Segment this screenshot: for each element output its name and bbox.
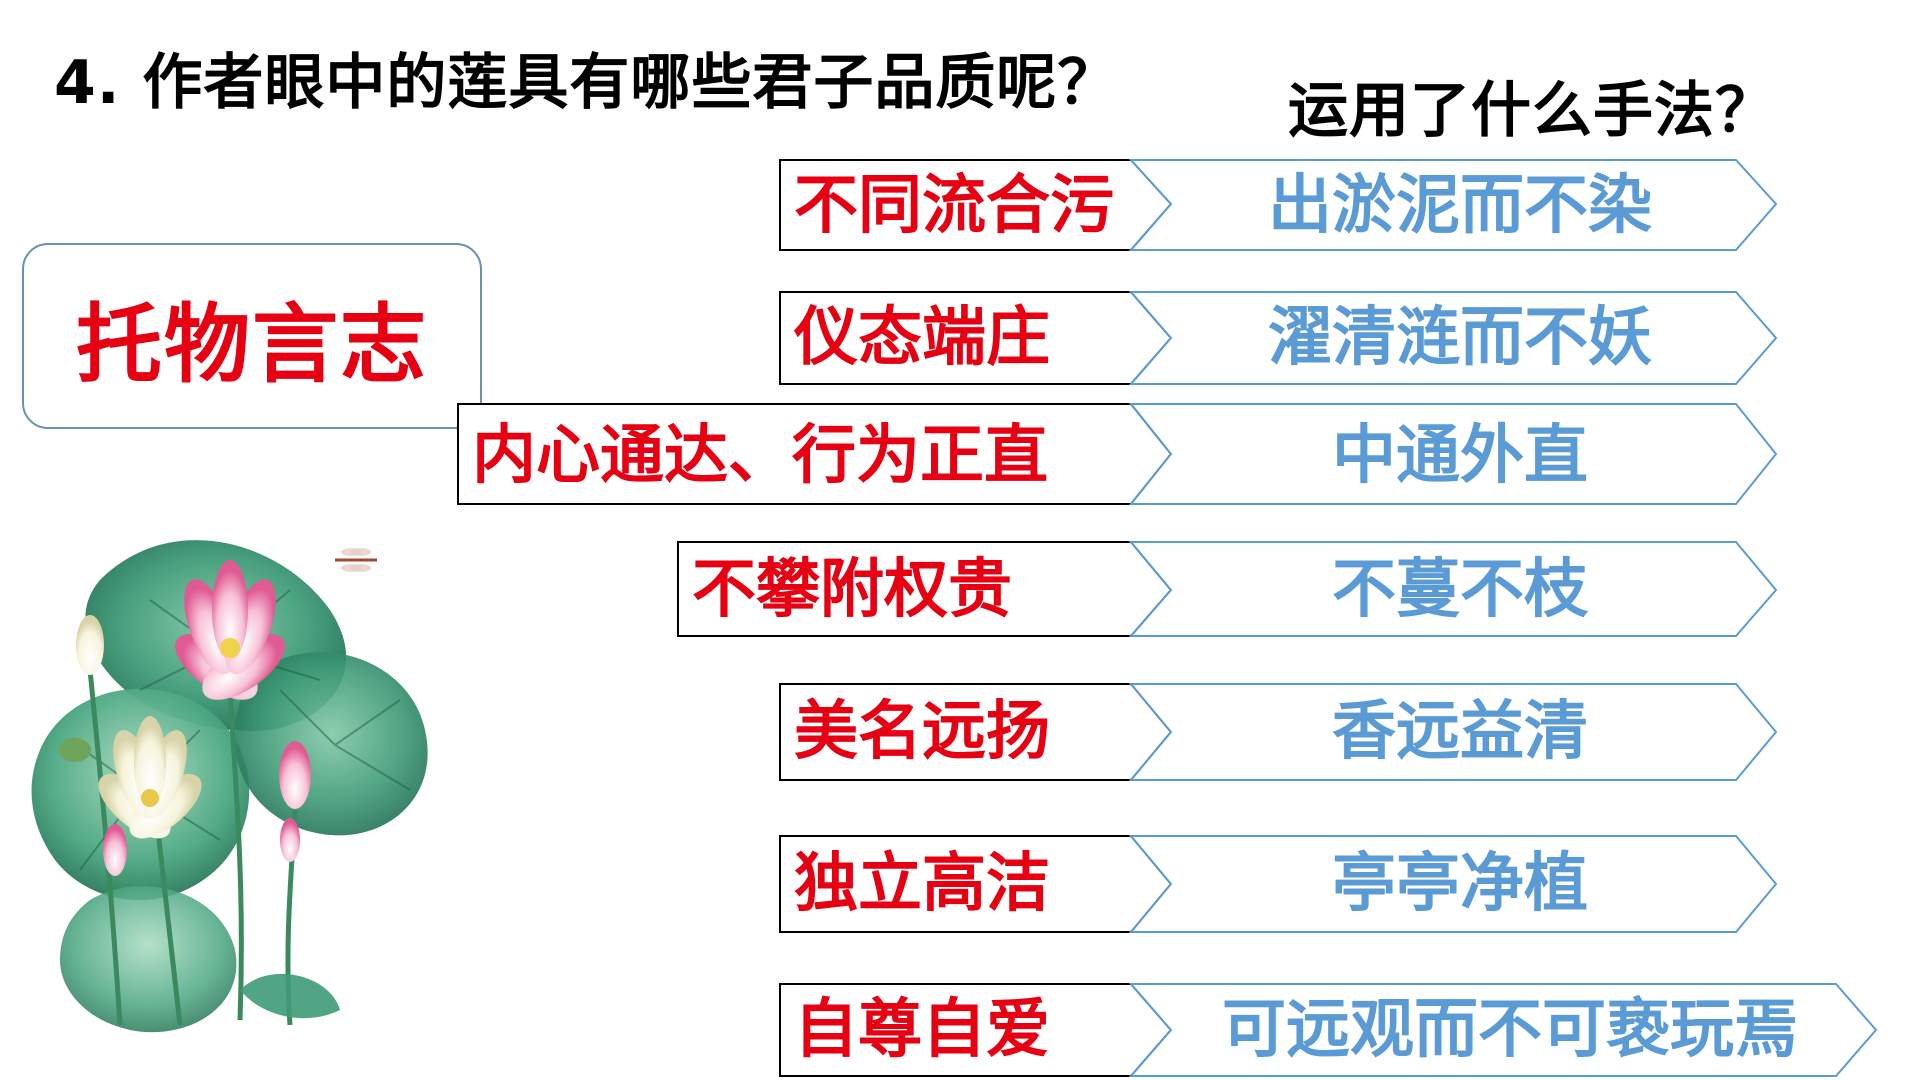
quality-label-3: 内心通达、行为正直 <box>472 419 1048 493</box>
row-2 <box>779 291 1778 385</box>
lotus-illustration <box>31 540 428 1033</box>
phrase-label-3: 中通外直 <box>1332 419 1588 493</box>
phrase-chevron-3 <box>1128 403 1778 505</box>
phrase-chevron-2 <box>1128 291 1778 385</box>
method-label: 托物言志 <box>76 294 428 395</box>
question-title: 4. 作者眼中的莲具有哪些君子品质呢？ <box>54 48 1119 118</box>
phrase-chevron-7 <box>1128 983 1878 1077</box>
row-5 <box>779 683 1778 781</box>
phrase-chevron-1 <box>1128 159 1778 251</box>
row-6 <box>779 835 1778 933</box>
question-followup: 运用了什么手法？ <box>1288 76 1776 146</box>
phrase-chevron-5 <box>1128 683 1778 781</box>
row-1 <box>779 159 1778 251</box>
quality-label-2: 仪态端庄 <box>794 301 1050 375</box>
row-4 <box>677 541 1778 637</box>
quality-label-4: 不攀附权贵 <box>692 553 1012 627</box>
row-7 <box>779 983 1878 1077</box>
phrase-label-6: 亭亭净植 <box>1332 847 1588 921</box>
quality-label-5: 美名远扬 <box>794 695 1050 769</box>
row-3 <box>457 403 1778 505</box>
method-box: 托物言志 <box>22 243 482 429</box>
phrase-chevron-6 <box>1128 835 1778 933</box>
quality-label-1: 不同流合污 <box>794 169 1114 243</box>
phrase-label-2: 濯清涟而不妖 <box>1268 301 1652 375</box>
phrase-label-1: 出淤泥而不染 <box>1268 169 1652 243</box>
phrase-label-5: 香远益清 <box>1332 695 1588 769</box>
phrase-label-7: 可远观而不可亵玩焉 <box>1222 993 1798 1067</box>
quality-label-7: 自尊自爱 <box>794 993 1050 1067</box>
quality-label-6: 独立高洁 <box>794 847 1050 921</box>
phrase-chevron-4 <box>1128 541 1778 637</box>
phrase-label-4: 不蔓不枝 <box>1332 553 1588 627</box>
